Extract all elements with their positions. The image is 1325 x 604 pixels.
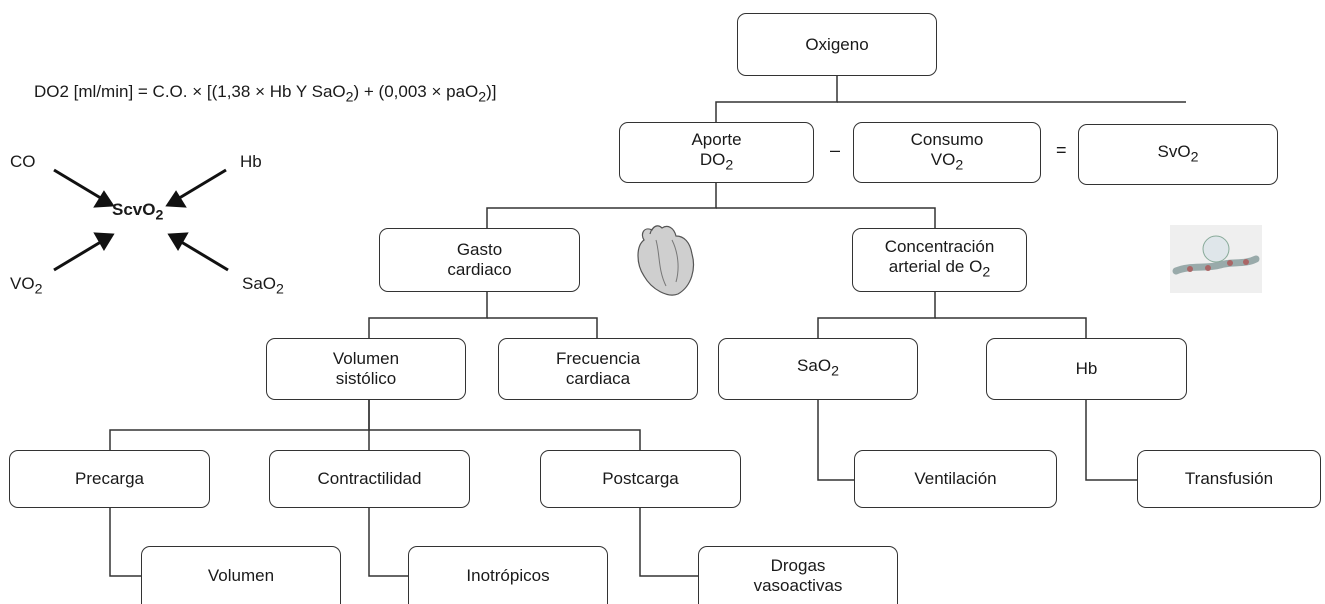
node-svo2-label: SvO2 <box>1158 142 1199 167</box>
node-drogas-vasoactivas: Drogas vasoactivas <box>698 546 898 604</box>
vo2-label-text: VO <box>10 274 35 293</box>
node-aporte-line2-text: DO <box>699 149 726 169</box>
alveolus-icon <box>1170 225 1262 293</box>
node-drogas-line2: vasoactivas <box>753 575 843 595</box>
node-inotropicos-label: Inotrópicos <box>466 565 550 585</box>
formula-suffix: )] <box>486 82 497 101</box>
node-hb: Hb <box>986 338 1187 400</box>
node-postcarga: Postcarga <box>540 450 741 508</box>
formula-sub-1: 2 <box>345 89 354 106</box>
heart-icon <box>634 220 700 300</box>
node-volumen: Volumen <box>141 546 341 604</box>
node-contractilidad: Contractilidad <box>269 450 470 508</box>
node-aporte-line2: DO2 <box>700 150 733 175</box>
node-transfusion: Transfusión <box>1137 450 1321 508</box>
node-volumen-sistolico: Volumen sistólico <box>266 338 466 400</box>
node-precarga: Precarga <box>9 450 210 508</box>
node-consumo-line1: Consumo <box>910 129 984 149</box>
node-sao2-text: SaO <box>797 356 832 376</box>
node-frecuencia-line1: Frecuencia <box>555 349 641 368</box>
sao2-label-sub: 2 <box>276 281 284 298</box>
node-ventilacion: Ventilación <box>854 450 1057 508</box>
vo2-label: VO2 <box>10 274 42 297</box>
node-ventilacion-label: Ventilación <box>914 469 997 488</box>
node-concentracion-line2-text: arterial de O <box>888 257 983 277</box>
node-svo2: SvO2 <box>1078 124 1278 185</box>
node-sao2: SaO2 <box>718 338 918 400</box>
node-postcarga-label: Postcarga <box>602 469 679 488</box>
node-volumen-sistolico-line2: sistólico <box>335 369 397 388</box>
formula-sub-2: 2 <box>478 89 487 106</box>
node-consumo-sub: 2 <box>955 157 964 174</box>
node-transfusion-label: Transfusión <box>1184 469 1274 488</box>
node-concentracion: Concentración arterial de O2 <box>852 228 1027 292</box>
node-oxigeno-label: Oxigeno <box>805 34 869 54</box>
formula-mid: ) + (0,003 × paO <box>353 82 479 101</box>
node-gasto-line2: cardiaco <box>447 260 512 279</box>
vo2-label-sub: 2 <box>34 281 43 298</box>
sao2-label-text: SaO <box>242 274 277 293</box>
node-volumen-label: Volumen <box>207 565 275 585</box>
node-concentracion-line1: Concentración <box>884 237 995 257</box>
scvo2-center-sub: 2 <box>155 207 164 224</box>
formula-prefix: DO2 [ml/min] = C.O. × [(1,38 × Hb Y SaO <box>34 82 346 101</box>
node-aporte-line1: Aporte <box>691 129 742 149</box>
node-frecuencia-cardiaca: Frecuencia cardiaca <box>498 338 698 400</box>
node-concentracion-line2: arterial de O2 <box>889 257 990 282</box>
node-svo2-sub: 2 <box>1190 149 1199 166</box>
node-volumen-sistolico-line1: Volumen <box>332 349 400 368</box>
node-sao2-label: SaO2 <box>797 356 839 381</box>
node-inotropicos: Inotrópicos <box>408 546 608 604</box>
equals-operator: = <box>1056 140 1067 160</box>
scvo2-center-text: ScvO <box>112 200 156 219</box>
node-oxigeno: Oxigeno <box>737 13 937 76</box>
co-label: CO <box>10 152 36 171</box>
sao2-label: SaO2 <box>242 274 284 297</box>
node-drogas-line1: Drogas <box>770 555 826 575</box>
node-aporte: Aporte DO2 <box>619 122 814 183</box>
node-gasto-cardiaco: Gasto cardiaco <box>379 228 580 292</box>
minus-operator: – <box>830 140 841 160</box>
node-consumo-line2-text: VO <box>930 149 956 169</box>
node-gasto-line1: Gasto <box>456 240 503 259</box>
hb-label: Hb <box>240 152 262 171</box>
scvo2-center: ScvO2 <box>112 200 163 223</box>
node-precarga-label: Precarga <box>75 469 144 488</box>
node-consumo-line2: VO2 <box>931 150 963 175</box>
do2-formula: DO2 [ml/min] = C.O. × [(1,38 × Hb Y SaO2… <box>34 82 497 105</box>
node-hb-label: Hb <box>1075 359 1098 378</box>
node-frecuencia-line2: cardiaca <box>565 369 631 388</box>
node-concentracion-sub: 2 <box>982 264 991 281</box>
node-aporte-sub: 2 <box>725 157 734 174</box>
node-sao2-sub: 2 <box>831 363 839 380</box>
node-consumo: Consumo VO2 <box>853 122 1041 183</box>
node-svo2-text: SvO <box>1157 141 1191 161</box>
node-contractilidad-label: Contractilidad <box>317 469 422 488</box>
